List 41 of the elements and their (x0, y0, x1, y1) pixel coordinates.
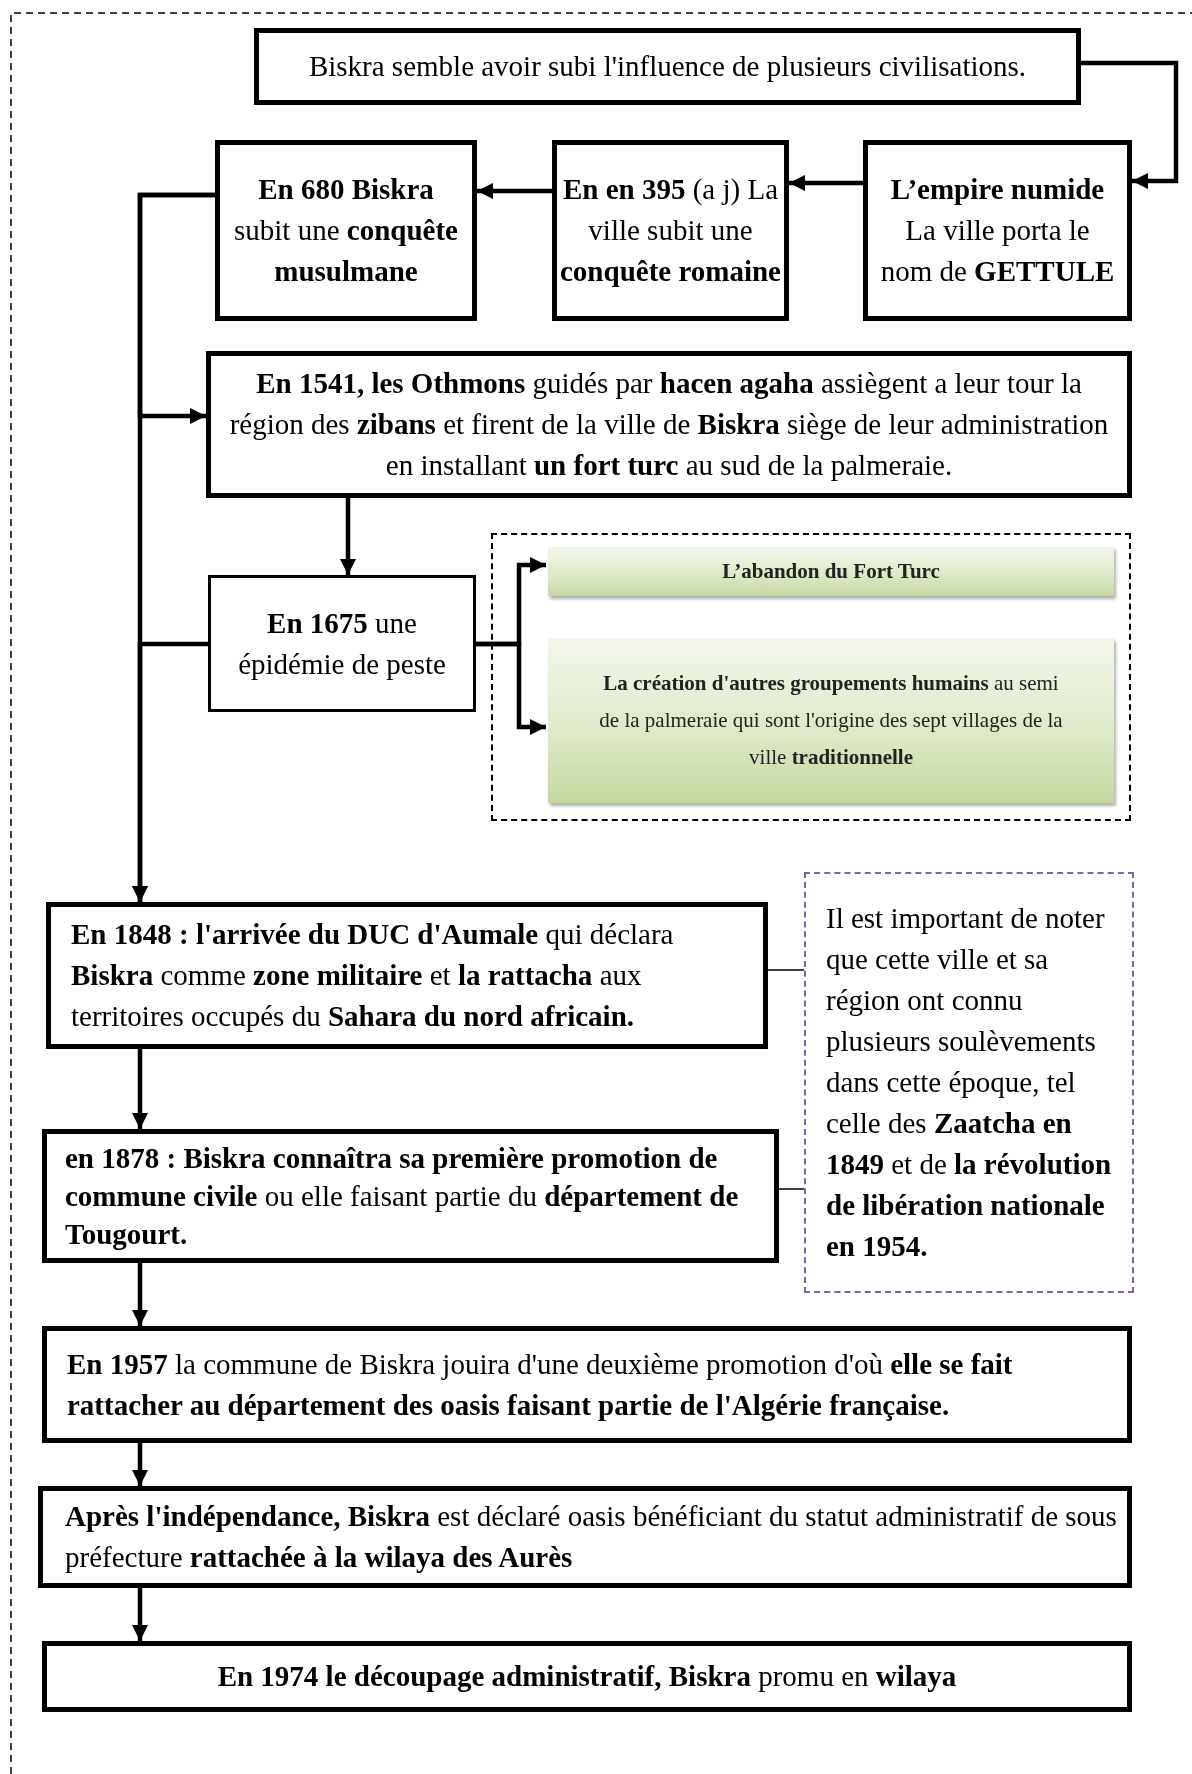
event-text: L’abandon du Fort Turc (721, 558, 941, 585)
event-box (208, 575, 476, 712)
event-box (548, 638, 1114, 803)
arrow (476, 641, 546, 735)
event-box (206, 351, 1132, 498)
note-text: Il est important de noter que cette ville et sa région ont connu plusieurs soulèvements dans cette époque, tel celle des Zaatcha en 1849 et de la révolution de libération nationale en 1954. (826, 901, 1113, 1264)
group-frame (491, 533, 1131, 821)
event-text: en 1878 : Biskra connaîtra sa première promotion de commune civile ou elle faisant partie du département de Tougourt. (65, 1141, 740, 1252)
event-box (863, 140, 1132, 321)
event-text: En 1675 une épidémie de peste (237, 605, 447, 682)
connector-line (778, 1188, 805, 1190)
arrow (132, 1443, 148, 1486)
event-text: L’empire numide La ville porta le nom de GETTULE (879, 172, 1116, 289)
arrow (132, 1263, 148, 1326)
note-box (804, 872, 1134, 1293)
event-text: En 1974 le découpage administratif, Biskra promu en wilaya (216, 1659, 958, 1694)
event-text: En 680 Biskra subit une conquête musulmane (233, 172, 459, 289)
event-box (42, 1326, 1132, 1443)
event-box (42, 1129, 779, 1263)
event-text: Après l'indépendance, Biskra est déclaré oasis bénéficiant du statut administratif de sous préfecture rattachée à la wilaya des Aurès (65, 1499, 1117, 1575)
event-text: En 1541, les Othmons guidés par hacen agaha assiègent a leur tour la région des zibans et firent de la ville de Biskra siège de leur administration en installant un fort turc au sud de la palmeraie. (228, 366, 1110, 483)
event-box (548, 547, 1114, 596)
arrow (1081, 60, 1179, 189)
event-box (552, 140, 789, 321)
arrow (132, 641, 208, 902)
event-text: La création d'autres groupements humains au semi de la palmeraie qui sont l'origine des sept villages de la ville traditionnelle (598, 670, 1064, 771)
event-text: Biskra semble avoir subi l'influence de plusieurs civilisations. (307, 49, 1028, 84)
event-text: En 1848 : l'arrivée du DUC d'Aumale qui déclara Biskra comme zone militaire et la rattacha aux territoires occupés du Sahara du nord africain. (71, 917, 675, 1034)
arrow (132, 1049, 148, 1129)
arrow (132, 1588, 148, 1641)
arrow (789, 175, 863, 191)
event-box (254, 28, 1081, 105)
arrow (477, 183, 552, 199)
connector-line (767, 969, 805, 971)
event-text: En en 395 (a j) La ville subit une conquête romaine (560, 172, 781, 289)
event-box (46, 902, 768, 1049)
event-box (38, 1486, 1132, 1588)
event-text: En 1957 la commune de Biskra jouira d'une deuxième promotion d'où elle se fait rattacher au département des oasis faisant partie de l'Algérie française. (67, 1346, 1014, 1423)
arrow (340, 498, 356, 575)
event-box (215, 140, 477, 321)
event-box (42, 1641, 1132, 1712)
